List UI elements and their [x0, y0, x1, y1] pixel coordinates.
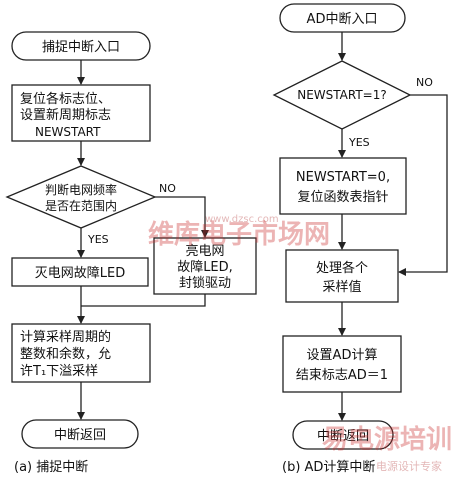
right-reset-line-2: 复位函数表指针 — [297, 190, 388, 205]
right-caption: (b) AD计算中断 — [282, 460, 375, 475]
right-end-label: 中断返回 — [317, 429, 369, 444]
right-no-branch-line — [398, 94, 448, 276]
left-led-off-box — [11, 257, 149, 287]
right-reset-box — [279, 157, 407, 215]
left-led-off-label: 灭电网故障LED — [35, 266, 125, 281]
watermark-sub: 电源设计专家 — [376, 459, 442, 473]
watermark-cn: 维库电子市场网 — [148, 219, 330, 250]
left-reset-line-2: 设置新周期标志 — [20, 107, 111, 123]
flowchart-a: 捕捉中断入口 复位各标志位、 设置新周期标志 NEWSTART 判断电网频率 是… — [5, 31, 257, 475]
left-caption: (a) 捕捉中断 — [14, 459, 88, 475]
right-process-line-1: 处理各个 — [316, 260, 368, 276]
left-end-label: 中断返回 — [54, 428, 106, 443]
left-compute-box — [11, 323, 151, 383]
left-compute-line-2: 整数和余数，允 — [20, 346, 111, 362]
left-yes-label: YES — [87, 233, 109, 246]
right-start-label: AD中断入口 — [307, 12, 378, 27]
right-flag-line-1: 设置AD计算 — [307, 348, 378, 363]
left-reset-line-1: 复位各标志位、 — [20, 91, 111, 107]
left-end-terminal — [21, 419, 139, 449]
right-flag-line-2: 结束标志AD＝1 — [296, 368, 388, 383]
left-compute-line-3: 许T₁下溢采样 — [20, 364, 98, 379]
left-decision-line-2: 是否在范围内 — [45, 199, 117, 213]
left-led-on-line-2: 故障LED, — [177, 260, 233, 275]
left-decision-diamond — [5, 165, 157, 229]
right-no-label: NO — [416, 76, 433, 89]
right-reset-line-1: NEWSTART=0, — [296, 170, 390, 185]
watermark-url: www.dzsc.com — [205, 214, 279, 225]
right-decision-label: NEWSTART=1? — [297, 88, 387, 102]
left-led-on-line-3: 封锁驱动 — [179, 275, 231, 291]
watermark: 维库电子市场网 www.dzsc.com 易电源培训 电源设计专家 — [148, 214, 452, 473]
left-merge-line — [81, 294, 206, 307]
watermark-logo: 易电源培训 — [322, 425, 452, 455]
left-reset-box — [11, 84, 151, 142]
left-compute-line-1: 计算采样周期的 — [20, 329, 111, 345]
left-reset-line-3: NEWSTART — [35, 125, 101, 139]
left-decision-line-1: 判断电网频率 — [45, 182, 117, 197]
left-no-label: NO — [159, 182, 176, 195]
left-start-label: 捕捉中断入口 — [42, 39, 120, 55]
left-no-branch-line — [155, 196, 209, 238]
right-flag-box — [282, 335, 402, 393]
flowchart-b: AD中断入口 NEWSTART=1? NO YES NEWSTART=0, 复位… — [272, 3, 448, 475]
left-led-on-box — [153, 237, 257, 295]
left-led-on-line-1: 亮电网 — [185, 243, 224, 259]
right-process-box — [285, 249, 399, 303]
right-yes-label: YES — [348, 136, 370, 149]
right-end-terminal — [292, 420, 394, 450]
right-process-line-2: 采样值 — [322, 279, 361, 295]
